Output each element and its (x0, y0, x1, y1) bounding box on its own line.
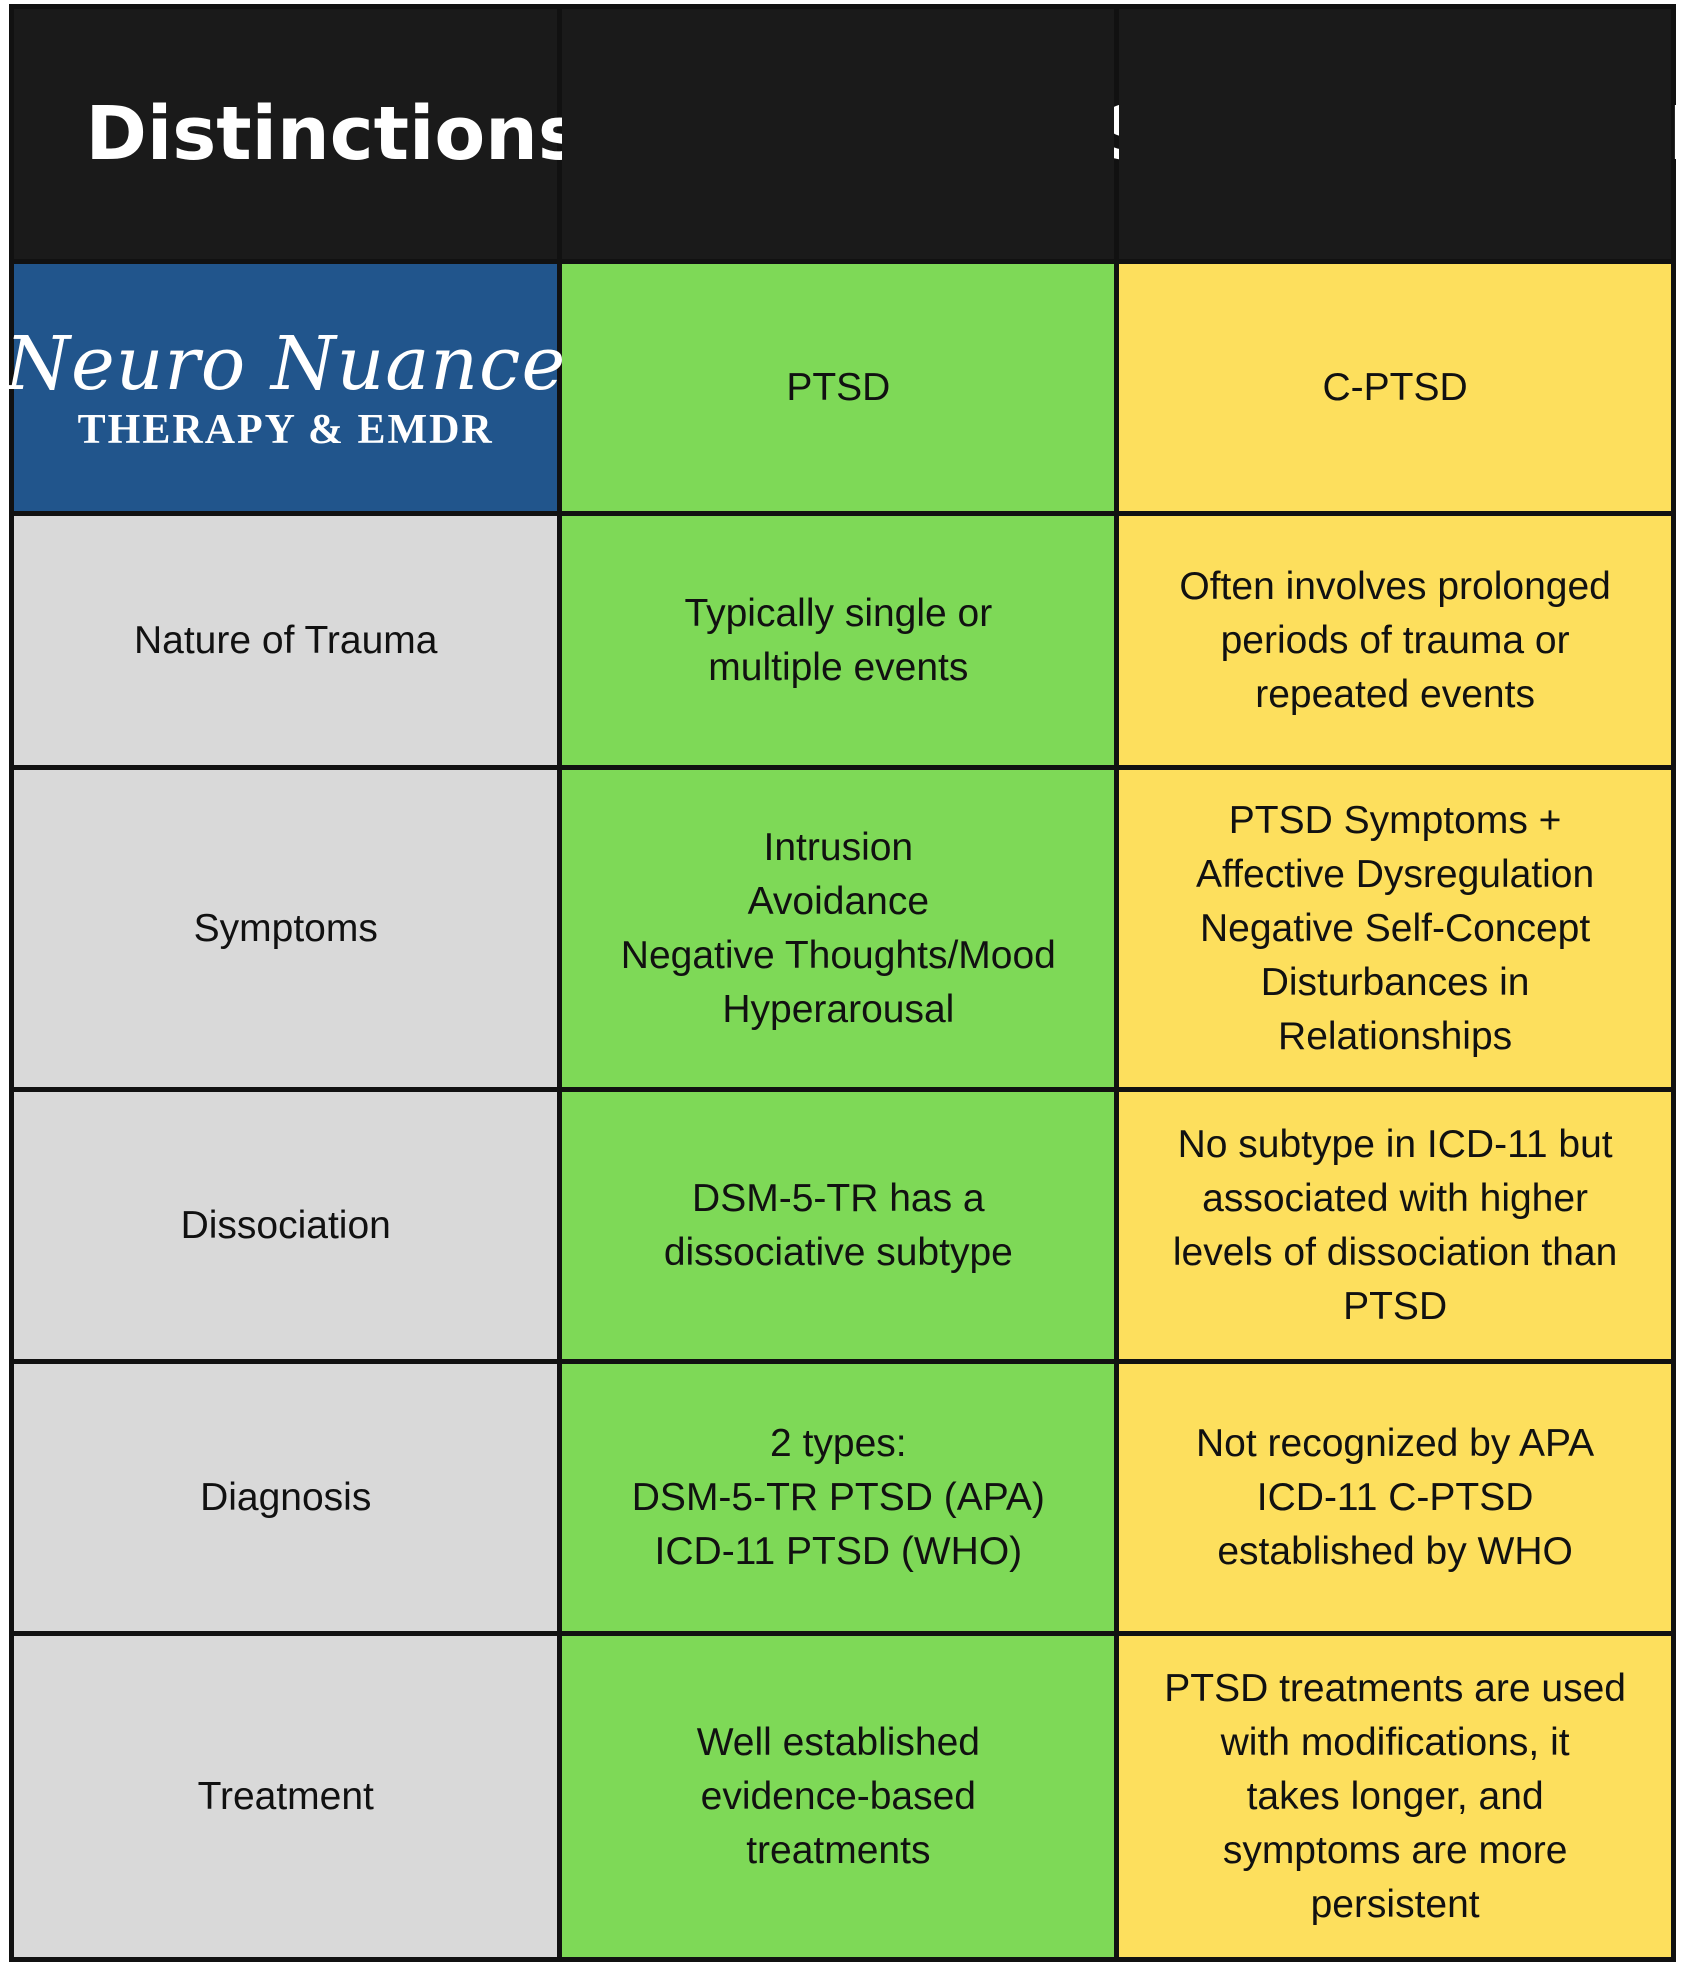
cell-line: 2 types: (770, 1421, 907, 1465)
logo-cell: Neuro Nuance THERAPY & EMDR (5, 259, 565, 516)
cell-text: PTSD treatments are used with modificatio… (1133, 1662, 1657, 1932)
cell-line: evidence-based (700, 1774, 977, 1818)
cptsd-cell: PTSD treatments are used with modificatio… (1114, 1631, 1676, 1962)
cell-line: Often involves prolonged (1179, 564, 1611, 608)
cell-line: PTSD treatments are used (1164, 1666, 1626, 1710)
cell-line: Hyperarousal (722, 987, 955, 1031)
cell-line: Typically single or (684, 591, 993, 635)
table-row: Nature of Trauma Typically single or mult… (8, 511, 1676, 770)
cell-line: No subtype in ICD-11 but (1177, 1122, 1613, 1166)
cell-text: DSM-5-TR has a dissociative subtype (576, 1172, 1100, 1280)
row-label: Treatment (8, 1631, 563, 1962)
cell-line: Avoidance (747, 879, 930, 923)
row-label: Nature of Trauma (8, 511, 563, 770)
ptsd-cell: DSM-5-TR has a dissociative subtype (557, 1087, 1120, 1364)
table-row: Dissociation DSM-5-TR has a dissociative … (8, 1087, 1676, 1364)
cell-line: ICD-11 PTSD (WHO) (654, 1529, 1023, 1573)
cell-line: Disturbances in (1260, 960, 1530, 1004)
comparison-table: Distinctions Between PTSD and C-PTSD Neu… (5, 4, 1681, 1962)
table-row: Diagnosis 2 types: DSM-5-TR PTSD (APA) ICD… (8, 1359, 1676, 1636)
title-cell-3 (1114, 4, 1676, 264)
cell-line: Negative Self-Concept (1200, 906, 1591, 950)
cptsd-cell: Not recognized by APA ICD-11 C-PTSD establ… (1114, 1359, 1676, 1636)
cell-text: 2 types: DSM-5-TR PTSD (APA) ICD-11 PTSD (… (576, 1417, 1100, 1579)
row-label: Dissociation (8, 1087, 563, 1364)
ptsd-cell: Well established evidence-based treatments (557, 1631, 1120, 1962)
title-cell-1: Distinctions Between PTSD and C-PTSD (8, 4, 1681, 264)
cell-line: multiple events (708, 645, 969, 689)
cptsd-cell: Often involves prolonged periods of traum… (1114, 511, 1676, 770)
logo: Neuro Nuance THERAPY & EMDR (5, 264, 565, 511)
logo-subtitle: THERAPY & EMDR (77, 406, 494, 453)
column-header-ptsd: PTSD (557, 259, 1120, 516)
cell-line: symptoms are more (1222, 1828, 1568, 1872)
cell-line: dissociative subtype (663, 1230, 1013, 1274)
title-row: Distinctions Between PTSD and C-PTSD (8, 4, 1681, 264)
logo-script-text: Neuro Nuance (5, 320, 567, 407)
ptsd-cell: 2 types: DSM-5-TR PTSD (APA) ICD-11 PTSD (… (557, 1359, 1120, 1636)
cell-line: takes longer, and (1246, 1774, 1544, 1818)
cptsd-cell: No subtype in ICD-11 but associated with … (1114, 1087, 1676, 1364)
cell-line: Negative Thoughts/Mood (620, 933, 1056, 977)
header-row: Neuro Nuance THERAPY & EMDR PTSD C-PTSD (5, 259, 1676, 516)
cell-text: Often involves prolonged periods of traum… (1133, 560, 1657, 722)
cell-text: Well established evidence-based treatments (576, 1716, 1100, 1878)
cell-text: Typically single or multiple events (576, 587, 1100, 695)
cell-line: Well established (696, 1720, 980, 1764)
cell-line: persistent (1310, 1882, 1480, 1926)
title-cell-2 (557, 4, 1120, 264)
ptsd-cell: Typically single or multiple events (557, 511, 1120, 770)
cell-line: PTSD Symptoms + (1228, 798, 1562, 842)
cell-line: with modifications, it (1220, 1720, 1570, 1764)
cell-line: Relationships (1278, 1014, 1513, 1058)
cell-line: associated with higher (1202, 1176, 1589, 1220)
row-label: Symptoms (8, 765, 563, 1092)
cell-text: Not recognized by APA ICD-11 C-PTSD establ… (1133, 1417, 1657, 1579)
cell-line: periods of trauma or (1220, 618, 1570, 662)
table-row: Treatment Well established evidence-based… (8, 1631, 1676, 1962)
cell-line: DSM-5-TR PTSD (APA) (631, 1475, 1045, 1519)
cell-line: ICD-11 C-PTSD (1256, 1475, 1534, 1519)
cell-text: No subtype in ICD-11 but associated with … (1133, 1118, 1657, 1334)
cell-line: treatments (746, 1828, 931, 1872)
row-label: Diagnosis (8, 1359, 563, 1636)
cell-line: Affective Dysregulation (1196, 852, 1595, 896)
cell-line: established by WHO (1217, 1529, 1573, 1573)
cell-line: DSM-5-TR has a (692, 1176, 985, 1220)
cell-line: repeated events (1255, 672, 1535, 716)
cell-line: Intrusion (763, 825, 914, 869)
cell-line: PTSD (1343, 1284, 1448, 1328)
column-header-cptsd: C-PTSD (1114, 259, 1676, 516)
cell-line: Not recognized by APA (1196, 1421, 1595, 1465)
cell-line: levels of dissociation than (1172, 1230, 1618, 1274)
